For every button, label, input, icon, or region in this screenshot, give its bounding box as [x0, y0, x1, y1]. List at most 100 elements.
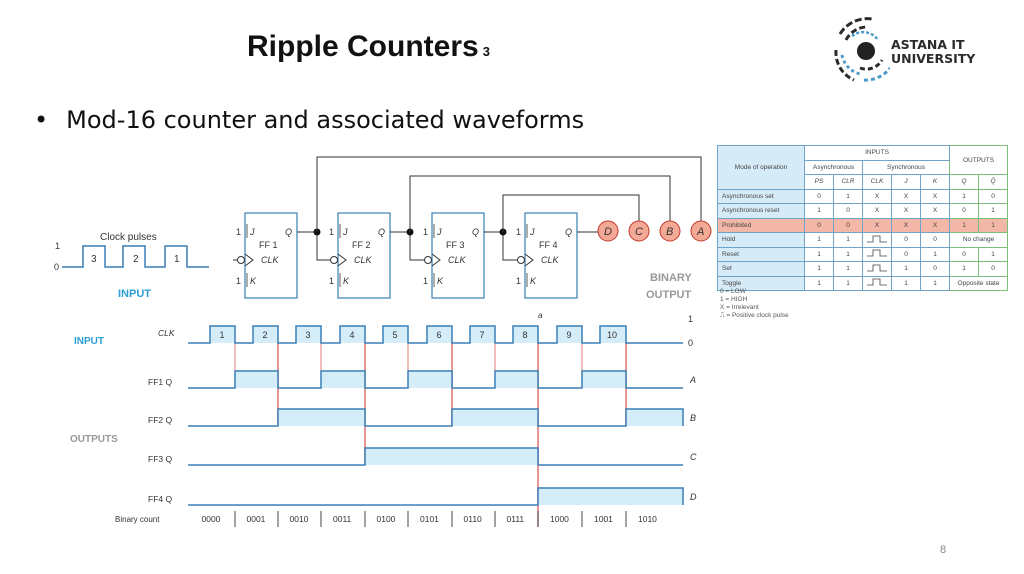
cell-k: X [920, 203, 950, 219]
marker-a-label: a [538, 311, 543, 320]
cell-q: 0 [949, 246, 979, 262]
cell-ps: 0 [804, 217, 834, 233]
cell-clk [862, 246, 892, 262]
truth-table-legend: 0 = LOW 1 = HIGH X = Irrelevant ⎍ = Posi… [720, 288, 789, 320]
jk-truth-table: Mode of operation INPUTS OUTPUTS Asynchr… [717, 145, 1008, 291]
output-node-label: D [604, 226, 612, 238]
th-col: CLK [862, 174, 892, 190]
clk-label: CLK [448, 255, 467, 265]
q-label: Q [472, 227, 479, 237]
binary-count-value: 1000 [550, 514, 569, 524]
cell-clr: 1 [833, 232, 863, 248]
binary-count-value: 0100 [377, 514, 396, 524]
clock-level-low: 0 [54, 262, 59, 272]
logo-text: ASTANA IT UNIVERSITY [891, 38, 975, 66]
output-node-label: A [696, 226, 704, 238]
cell-clk [862, 261, 892, 277]
signal-name-label: FF1 Q [148, 377, 172, 387]
cell-ps: 1 [804, 232, 834, 248]
k-input-value: 1 [329, 276, 334, 286]
q-label: Q [378, 227, 385, 237]
clk-pulse-fill [296, 326, 321, 343]
output-node-c [628, 220, 650, 242]
j-label: J [342, 227, 348, 237]
binary-count-value: 0111 [507, 514, 525, 524]
clock-pulse-label: 1 [174, 254, 180, 265]
high-state-fill [582, 488, 626, 505]
cell-qn: 0 [978, 188, 1008, 204]
level-low-label: 0 [688, 338, 693, 348]
legend-item: X = Irrelevant [720, 304, 759, 311]
signal-line [188, 408, 684, 427]
logo-mark-icon [834, 17, 892, 82]
level-high-label: 1 [688, 314, 693, 324]
j-label: J [436, 227, 442, 237]
cell-ps: 1 [804, 275, 834, 291]
clk-pulse-fill [600, 326, 626, 343]
waveform-a [188, 370, 683, 389]
high-state-fill [365, 448, 408, 465]
cell-ps: 1 [804, 203, 834, 219]
high-state-fill [321, 409, 365, 426]
cell-k: X [920, 188, 950, 204]
signal-output-label: D [690, 492, 697, 502]
signal-name-label: FF3 Q [148, 454, 172, 464]
logo-line-2: UNIVERSITY [891, 51, 976, 66]
high-state-fill [626, 409, 683, 426]
cell-ps: 0 [804, 188, 834, 204]
cell-clk: X [862, 203, 892, 219]
signal-output-label: C [690, 452, 697, 462]
cell-j: 0 [891, 246, 921, 262]
clk-line [188, 325, 683, 344]
binary-count-value: 0011 [333, 514, 352, 524]
j-label: J [529, 227, 535, 237]
cell-qn: 1 [978, 217, 1008, 233]
k-input-value: 1 [423, 276, 428, 286]
high-state-fill [495, 371, 538, 388]
cell-j: X [891, 188, 921, 204]
clock-pulse-label: 3 [91, 254, 97, 265]
cell-qn: 1 [978, 203, 1008, 219]
high-state-fill [538, 488, 582, 505]
output-wire-c [502, 194, 640, 232]
th-col: Q [949, 174, 979, 190]
waveform-input-label: INPUT [74, 336, 104, 347]
clk-pulse-fill [340, 326, 365, 343]
j-label: J [249, 227, 255, 237]
signal-line [188, 370, 683, 389]
logo-line-1: ASTANA IT [891, 37, 965, 52]
k-label: K [343, 276, 350, 286]
binary-count-value: 0110 [464, 514, 483, 524]
signal-line [188, 487, 684, 506]
flip-flop-box [244, 212, 298, 299]
high-state-fill [278, 409, 321, 426]
binary-count-value: 0001 [247, 514, 266, 524]
th-col: PS [804, 174, 834, 190]
waveform-outputs-label: OUTPUTS [70, 434, 118, 445]
cell-clr: 1 [833, 275, 863, 291]
signal-line [188, 447, 683, 466]
waveform-d [188, 487, 684, 506]
th-col: Q̄ [978, 174, 1008, 190]
th-col: CLR [833, 174, 863, 190]
th-inputs: INPUTS [804, 145, 950, 161]
binary-count-value: 0000 [202, 514, 221, 524]
high-state-fill [495, 409, 538, 426]
waveform-c [188, 447, 683, 466]
high-state-fill [626, 488, 683, 505]
cell-clk [862, 275, 892, 291]
legend-item: 0 = LOW [720, 288, 746, 295]
clk-pulse-fill [557, 326, 582, 343]
clk-pulse-number: 1 [220, 330, 225, 340]
clk-pulse-fill [470, 326, 495, 343]
binary-count-value: 0010 [290, 514, 309, 524]
